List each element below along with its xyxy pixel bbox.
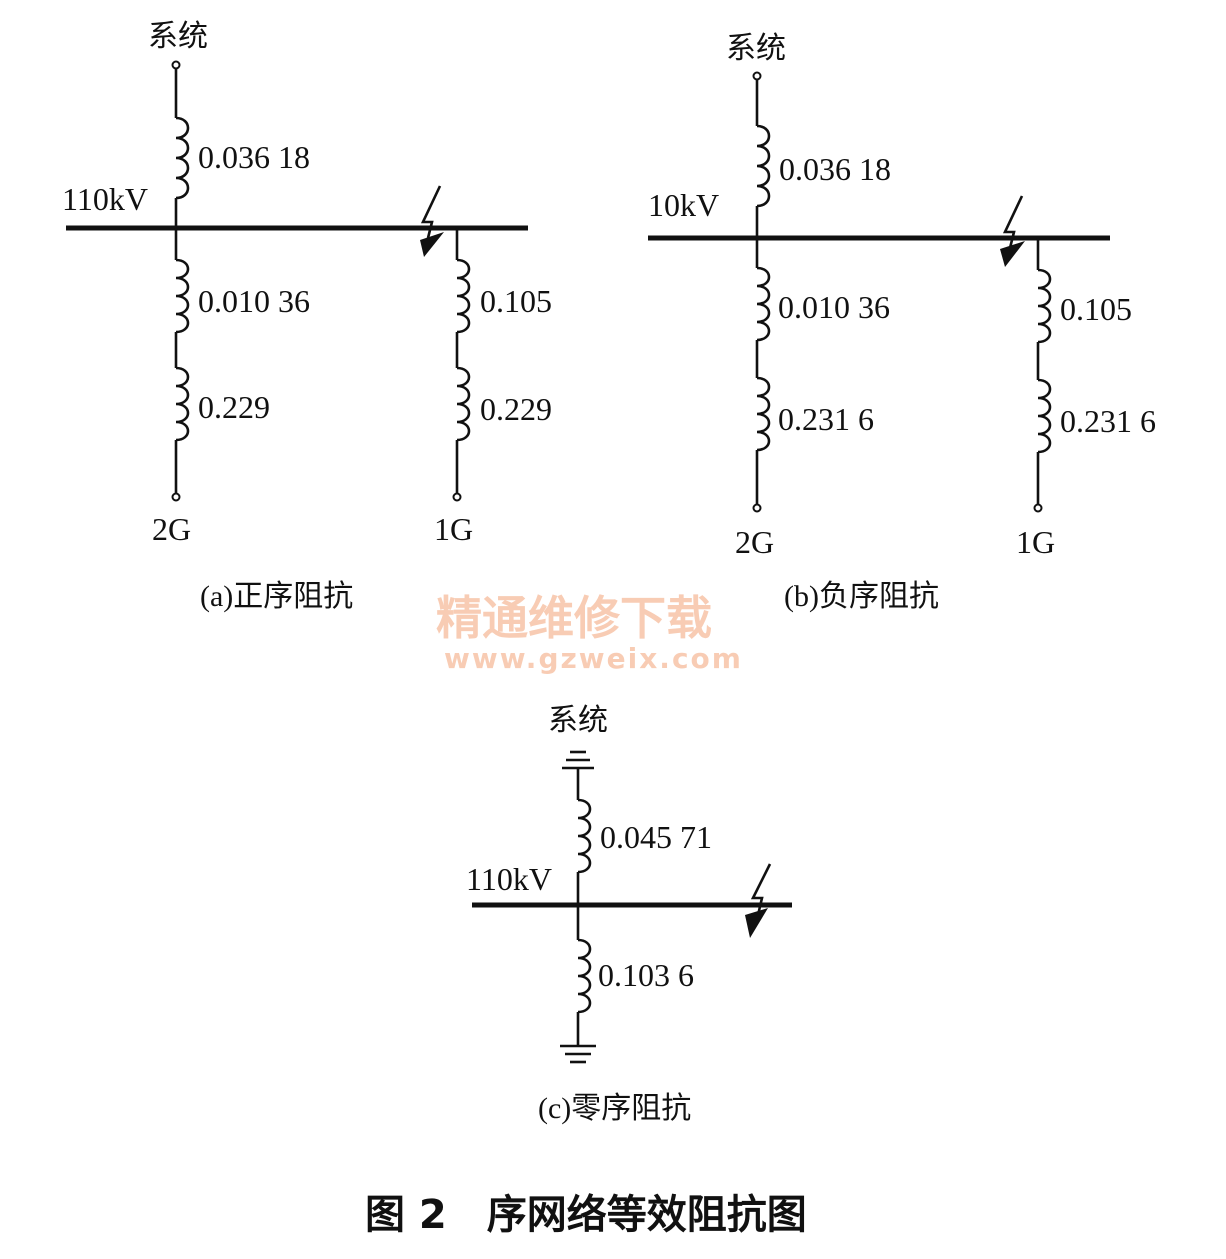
b-source-terminal: [752, 71, 762, 81]
b-left-terminal: [752, 503, 762, 513]
c-top-ground-icon: [562, 750, 594, 770]
watermark-url: www.gzweix.com: [444, 642, 743, 675]
b-source-label: 系统: [726, 32, 786, 65]
c-bottom-ground-icon: [560, 1044, 596, 1064]
b-right-inductor-1: [1037, 268, 1052, 344]
b-right-inductor-2: [1037, 378, 1052, 454]
c-upper-inductor: [577, 798, 592, 874]
c-caption: (c)零序阻抗: [538, 1092, 691, 1125]
c-lower-inductor: [577, 938, 592, 1014]
b-left-impedance-1: 0.010 36: [778, 289, 890, 325]
diagram-c: 系统 0.045 71 110kV 0.103 6 (c)零序阻抗: [466, 704, 792, 1125]
b-left-impedance-2: 0.231 6: [778, 401, 874, 437]
a-bus-label: 110kV: [62, 181, 148, 217]
a-right-terminal: [452, 492, 462, 502]
diagram-a: 系统 0.036 18 110kV 0.010 36 0.229 2G 0.10…: [62, 20, 552, 613]
watermark-title: 精通维修下载: [436, 591, 712, 645]
a-left-inductor-2: [175, 366, 190, 442]
a-left-terminal-label: 2G: [152, 511, 191, 547]
b-upper-inductor: [756, 124, 771, 208]
c-source-label: 系统: [548, 704, 608, 737]
b-caption: (b)负序阻抗: [784, 580, 939, 613]
b-fault-symbol: [1000, 195, 1025, 267]
a-fault-symbol: [420, 185, 444, 257]
b-left-terminal-label: 2G: [735, 524, 774, 560]
b-bus-label: 10kV: [648, 187, 719, 223]
a-right-inductor-1: [456, 258, 471, 334]
b-right-terminal-label: 1G: [1016, 524, 1055, 560]
a-right-impedance-1: 0.105: [480, 283, 552, 319]
b-right-terminal: [1033, 503, 1043, 513]
a-caption: (a)正序阻抗: [200, 580, 353, 613]
a-right-inductor-2: [456, 366, 471, 442]
b-right-impedance-2: 0.231 6: [1060, 403, 1156, 439]
b-left-inductor-2: [756, 376, 771, 452]
a-source-terminal: [171, 60, 181, 70]
a-left-impedance-1: 0.010 36: [198, 283, 310, 319]
figure-title: 图 2 序网络等效阻抗图: [365, 1192, 807, 1238]
a-right-terminal-label: 1G: [434, 511, 473, 547]
a-left-inductor-1: [175, 258, 190, 334]
c-fault-symbol: [745, 863, 772, 938]
b-upper-impedance: 0.036 18: [779, 151, 891, 187]
a-source-label: 系统: [148, 20, 208, 53]
a-right-impedance-2: 0.229: [480, 391, 552, 427]
a-upper-inductor: [175, 116, 190, 200]
a-left-impedance-2: 0.229: [198, 389, 270, 425]
b-left-inductor-1: [756, 266, 771, 342]
watermark: 精通维修下载 www.gzweix.com: [436, 591, 743, 675]
b-right-impedance-1: 0.105: [1060, 291, 1132, 327]
a-upper-impedance: 0.036 18: [198, 139, 310, 175]
diagram-b: 系统 0.036 18 10kV 0.010 36 0.231 6 2G 0.1…: [648, 32, 1156, 613]
c-bus-label: 110kV: [466, 861, 552, 897]
c-upper-impedance: 0.045 71: [600, 819, 712, 855]
a-left-terminal: [171, 492, 181, 502]
c-lower-impedance: 0.103 6: [598, 957, 694, 993]
